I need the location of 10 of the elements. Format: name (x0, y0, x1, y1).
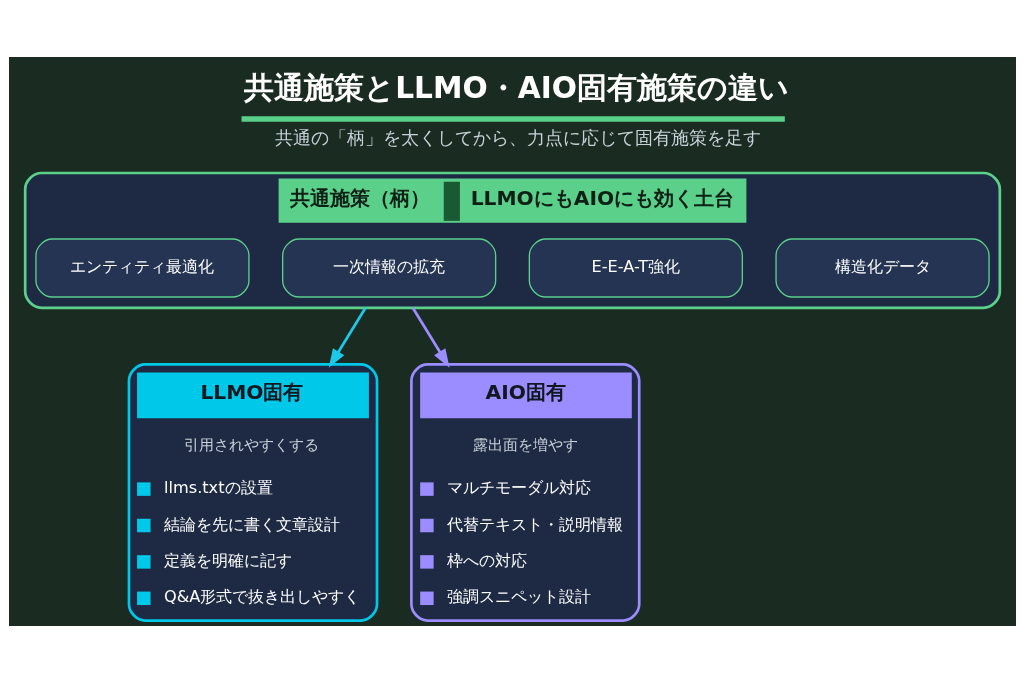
diagram-title: 共通施策とLLMO・AIO固有施策の違い (243, 70, 789, 106)
node-box: AIO固有 露出面を増やす マルチモーダル対応 代替テキスト・説明情報 枠への対応 強調スニペット設計 (409, 363, 641, 622)
node-box: エンティティ最適化 (34, 238, 250, 298)
arrow (328, 307, 367, 368)
node-box: E-E-A-T強化 (528, 238, 743, 298)
arrow (411, 307, 450, 368)
node-box: LLMO固有 引用されやすくする llms.txtの設置 結論を先に書く文章設計 定義を明確に記す Q&A形式で抜き出しやすく (127, 363, 378, 622)
node-box: 一次情報の拡充 (281, 238, 496, 298)
caption: 共通の「柄」を太くしてから、力点に応じて固有施策を足す (274, 127, 761, 148)
node-box: 構造化データ (774, 238, 990, 298)
